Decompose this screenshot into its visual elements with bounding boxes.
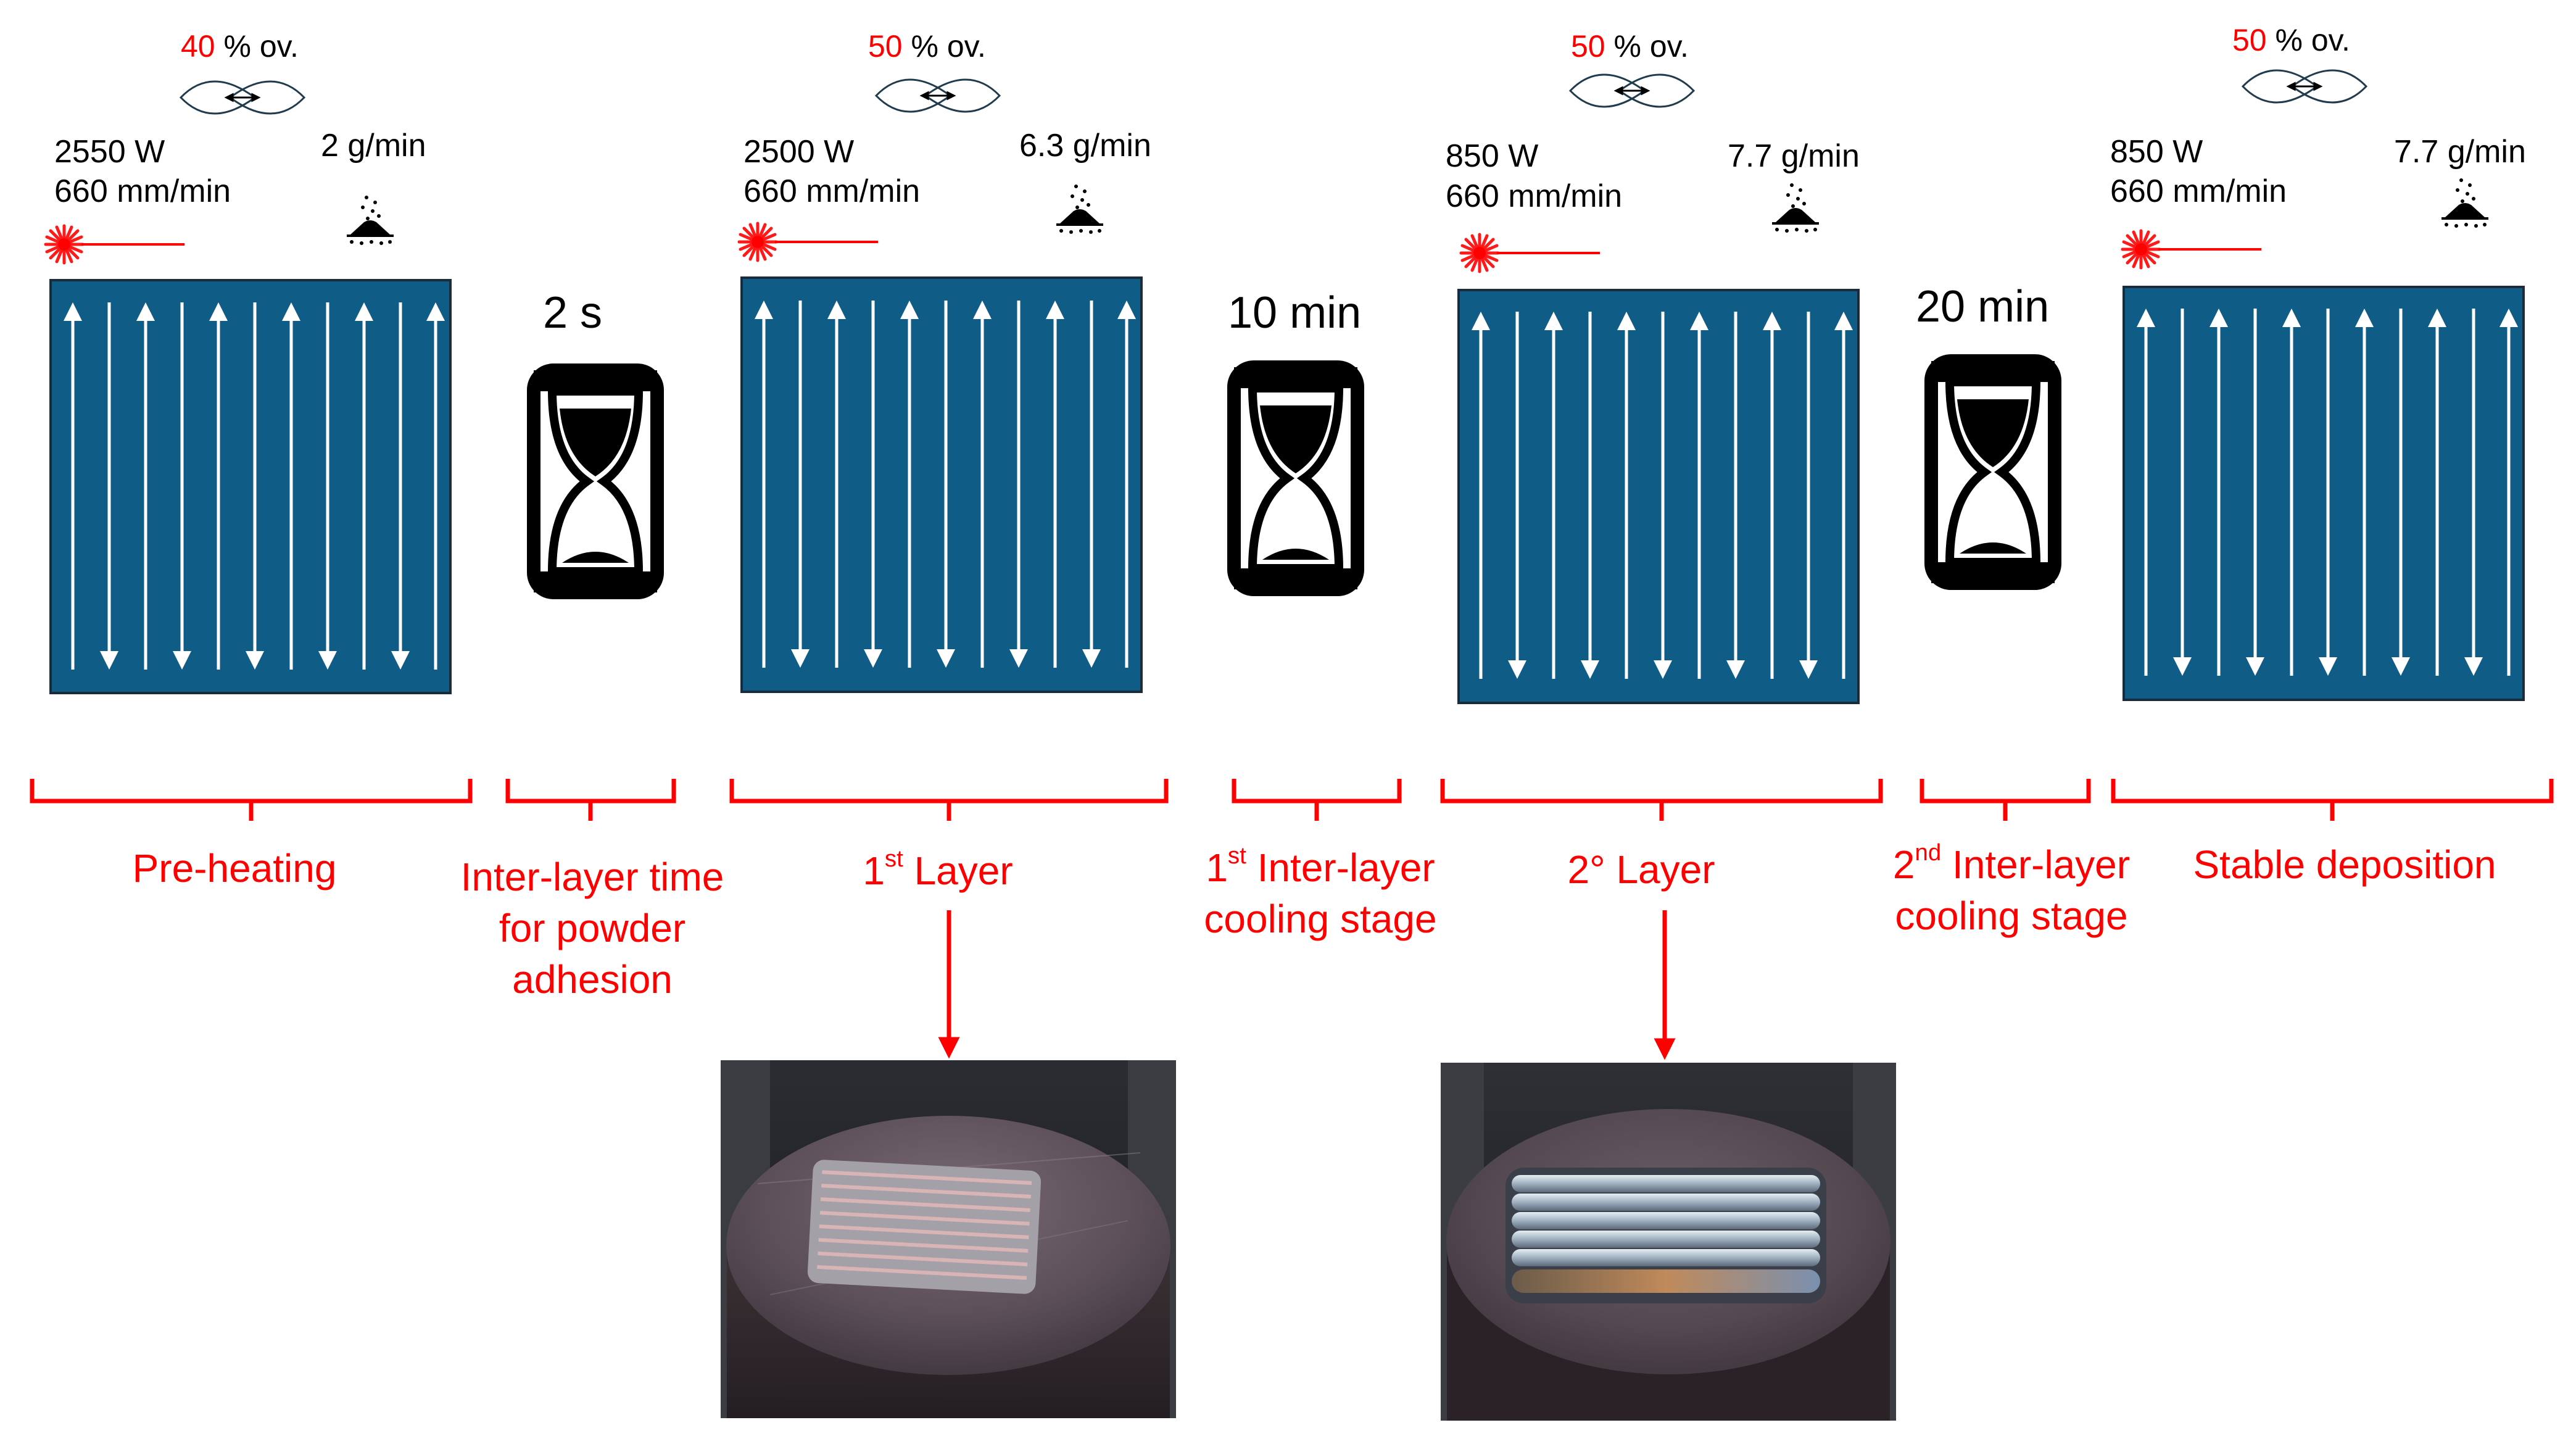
label-preheating: Pre-heating [132, 846, 337, 891]
overlap-circles-icon [181, 81, 304, 114]
speed-label-2: 660 mm/min [743, 173, 921, 209]
bracket-layer2 [1440, 779, 1883, 821]
layer2-photo [1441, 1063, 1896, 1421]
label-cooling2: 2nd Inter-layer cooling stage [1892, 839, 2131, 939]
label-cooling1: 1st Inter-layer cooling stage [1204, 842, 1437, 942]
speed-label-3: 660 mm/min [1446, 178, 1623, 214]
feed-label-4: 7.7 g/min [2394, 134, 2526, 170]
scan-lines-stable [2137, 309, 2518, 676]
time-label-3: 20 min [1916, 282, 2050, 331]
feed-label-1: 2 g/min [321, 128, 426, 164]
power-label-1: 2550 W [54, 134, 165, 170]
label-interlayer-powder: Inter-layer time for powder adhesion [460, 855, 724, 1002]
time-label-2: 10 min [1228, 288, 1362, 338]
label-layer1: 1st Layer [863, 845, 1013, 893]
feed-label-2: 6.3 g/min [1019, 128, 1151, 164]
overlap-label-2: 50 % ov. [868, 29, 986, 64]
scan-panel-layer1 [740, 276, 1143, 693]
hourglass-icon [1931, 361, 2055, 583]
powder-icon [1771, 182, 1820, 234]
overlap-circles-icon [1570, 75, 1694, 107]
label-layer2: 2° Layer [1567, 847, 1715, 892]
stage-brackets [30, 779, 2554, 821]
power-label-4: 850 W [2110, 134, 2203, 170]
scan-lines-layer1 [755, 301, 1136, 668]
laser-icon [1461, 235, 1600, 272]
scan-lines-preheating [64, 302, 445, 670]
laser-icon [739, 223, 878, 260]
scan-panel-preheating [49, 279, 452, 694]
powder-icon [2440, 177, 2490, 229]
bracket-layer1 [729, 779, 1169, 821]
power-label-3: 850 W [1446, 138, 1539, 174]
laser-icon [2123, 231, 2261, 268]
layer1-photo [721, 1060, 1176, 1418]
overlap-label-1: 40 % ov. [181, 29, 299, 64]
label-stable-deposition: Stable deposition [2193, 842, 2496, 887]
scan-panel-stable [2123, 286, 2525, 701]
bracket-interlayer-powder [505, 779, 676, 821]
bracket-stable [2111, 779, 2554, 821]
speed-label-1: 660 mm/min [54, 173, 231, 209]
scan-lines-layer2 [1472, 312, 1853, 679]
time-label-1: 2 s [543, 288, 603, 338]
scan-panel-layer2 [1457, 289, 1860, 704]
overlap-circles-icon [2243, 70, 2366, 102]
speed-label-4: 660 mm/min [2110, 173, 2287, 209]
bracket-cooling2 [1920, 779, 2091, 821]
laser-icon [46, 226, 184, 263]
hourglass-icon [1234, 367, 1357, 589]
overlap-label-4: 50 % ov. [2232, 23, 2350, 57]
powder-icon [346, 194, 395, 246]
feed-label-3: 7.7 g/min [1728, 138, 1860, 174]
bracket-cooling1 [1232, 779, 1402, 821]
hourglass-icon [534, 370, 657, 592]
overlap-circles-icon [876, 80, 1000, 112]
power-label-2: 2500 W [743, 134, 855, 170]
overlap-label-3: 50 % ov. [1571, 29, 1689, 64]
bracket-preheating [30, 779, 473, 821]
powder-icon [1055, 183, 1104, 235]
